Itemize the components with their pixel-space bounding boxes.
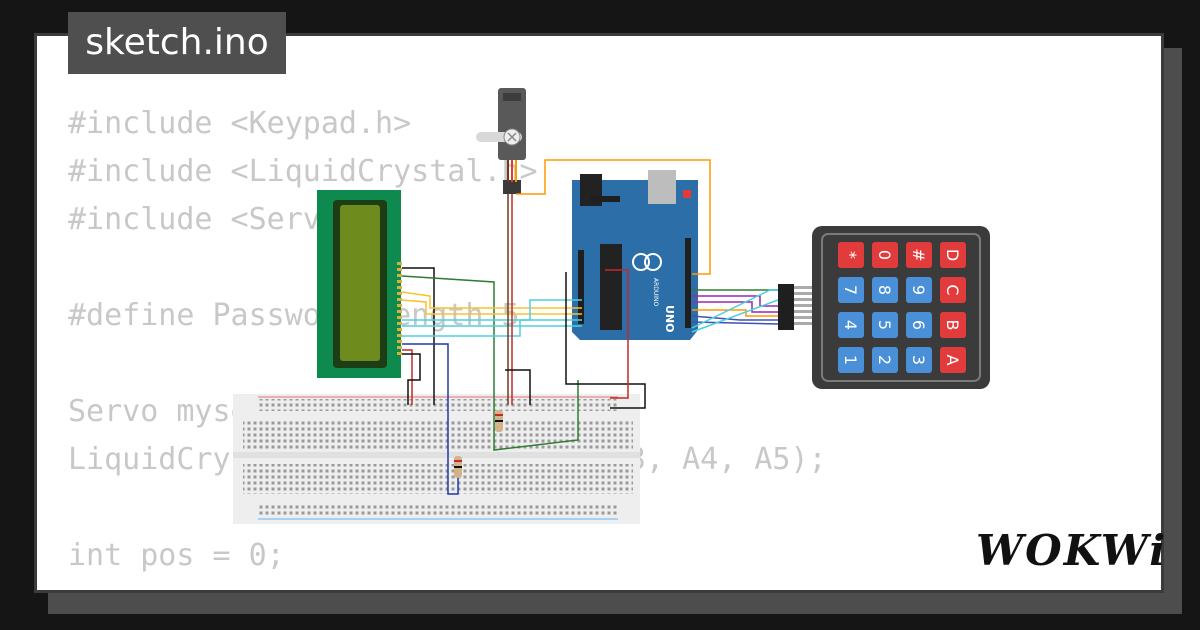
code-line: int pos = 0;	[68, 538, 285, 573]
keypad-key-label: 1	[841, 355, 860, 365]
keypad-key[interactable]	[838, 347, 864, 373]
keypad-key[interactable]	[872, 312, 898, 338]
keypad-key-label: 8	[875, 285, 894, 295]
keypad-icon: * 7 4 1 0 8 5 2 #9 6 3 D C B A	[812, 226, 990, 389]
keypad-key-label: D	[943, 249, 962, 261]
keypad-key-label: 6	[909, 320, 928, 330]
breadboard-icon	[233, 394, 640, 524]
sketch-title: sketch.ino	[68, 12, 286, 74]
wires	[401, 159, 779, 495]
keypad-key-label: 2	[875, 355, 894, 365]
arduino-board-label: UNO	[663, 305, 676, 333]
keypad-key[interactable]	[906, 242, 932, 268]
keypad-key[interactable]	[906, 347, 932, 373]
keypad-connector	[778, 284, 812, 330]
keypad-key[interactable]	[940, 312, 966, 338]
keypad-key[interactable]	[906, 277, 932, 303]
arduino-maker-label: ARDUINO	[652, 278, 659, 307]
keypad-key[interactable]	[906, 312, 932, 338]
keypad-key-label: 7	[841, 285, 860, 295]
keypad-key[interactable]	[872, 277, 898, 303]
keypad-key-label: 3	[909, 355, 928, 365]
keypad-key-label: A	[943, 355, 962, 366]
keypad-key-label: 4	[841, 320, 860, 330]
keypad-key[interactable]	[872, 242, 898, 268]
lcd-icon	[317, 190, 402, 378]
keypad-key[interactable]	[940, 347, 966, 373]
keypad-key[interactable]	[940, 277, 966, 303]
keypad-key[interactable]	[838, 242, 864, 268]
keypad-key-label: C	[943, 284, 962, 295]
resistor-icon	[454, 410, 503, 478]
keypad-key-label: 0	[875, 250, 894, 260]
code-line: #include <Keypad.h>	[68, 106, 412, 141]
keypad-key-label: B	[943, 320, 962, 331]
arduino-icon: UNO ARDUINO	[572, 170, 698, 340]
keypad-key[interactable]	[940, 242, 966, 268]
keypad-key-label: *	[841, 251, 860, 259]
keypad-key-label: 5	[875, 320, 894, 330]
keypad-key-label: 9	[909, 285, 928, 295]
keypad-key[interactable]	[838, 312, 864, 338]
keypad-key-label: #	[909, 248, 928, 261]
keypad-key[interactable]	[838, 277, 864, 303]
servo-icon	[476, 88, 526, 194]
code-line: #include <LiquidCrystal.h>	[68, 154, 538, 189]
keypad-key[interactable]	[872, 347, 898, 373]
wokwi-logo: WOKWi	[976, 526, 1168, 575]
